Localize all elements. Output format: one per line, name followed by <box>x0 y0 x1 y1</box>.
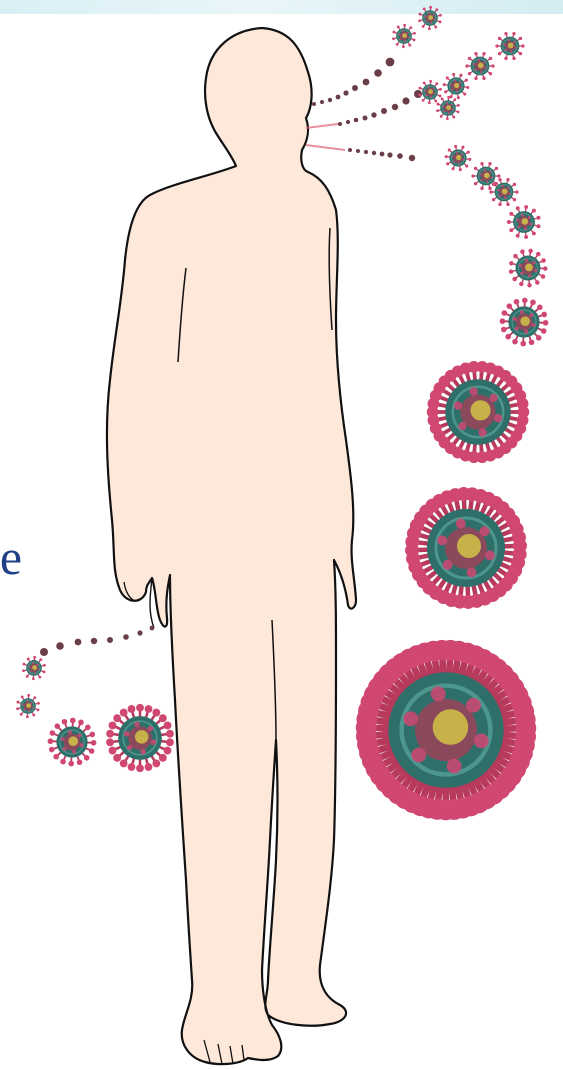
virus-particle <box>405 487 527 609</box>
virus-particle <box>495 32 524 60</box>
virus-particle <box>418 6 442 30</box>
virus-particle <box>509 249 548 288</box>
droplet-dot <box>75 639 82 646</box>
droplet-dot <box>371 112 376 117</box>
droplet-dot <box>336 95 341 100</box>
droplet-dot <box>137 630 142 635</box>
droplet-dot <box>107 637 113 643</box>
droplet-dot <box>343 90 348 95</box>
virus-particle <box>418 80 442 104</box>
droplet-dot <box>346 120 350 124</box>
droplet-dot <box>91 638 97 644</box>
droplet-dot <box>363 79 370 86</box>
virus-particle <box>436 96 460 120</box>
droplet-dot <box>386 58 395 67</box>
virus-particle <box>22 656 46 680</box>
droplet-dot <box>354 118 359 123</box>
virus-particle <box>507 205 541 239</box>
droplet-dot <box>56 642 64 650</box>
droplet-dot <box>348 148 352 152</box>
droplet-dot <box>402 97 409 104</box>
virus-particle <box>465 52 494 80</box>
droplet-dot <box>150 626 155 631</box>
virus-particle <box>356 640 537 820</box>
virus-particle <box>500 298 549 347</box>
human-silhouette <box>107 28 356 1064</box>
droplet-dot <box>123 634 129 640</box>
virus-particle <box>48 718 97 767</box>
droplet-dot <box>364 150 368 154</box>
droplet-dot <box>392 104 398 110</box>
droplet-dot <box>312 102 316 106</box>
droplet-dot <box>363 116 368 121</box>
droplet-dot <box>338 122 342 126</box>
virus-particle <box>392 24 416 48</box>
human-figure <box>107 28 356 1064</box>
droplet-dot <box>328 98 332 102</box>
virus-particle <box>443 73 470 99</box>
droplet-dot <box>381 108 387 114</box>
breath-streaks <box>306 124 345 150</box>
droplet-dot <box>397 153 403 159</box>
virus-particle <box>16 694 40 718</box>
virus-particle <box>427 361 529 463</box>
droplet-dot <box>409 155 415 161</box>
virus-particle <box>445 145 472 171</box>
droplet-dot <box>374 69 382 77</box>
droplet-dot <box>372 151 376 155</box>
droplet-dot <box>352 85 358 91</box>
droplet-dot <box>356 149 360 153</box>
droplet-dot <box>40 648 48 656</box>
virus-particle <box>106 704 174 772</box>
droplet-dot <box>380 152 385 157</box>
droplet-dot <box>320 100 324 104</box>
droplet-dot <box>387 152 392 157</box>
